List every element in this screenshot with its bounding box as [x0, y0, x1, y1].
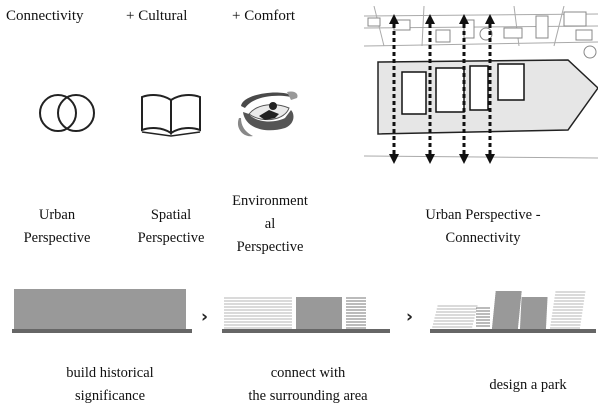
caption-line: Connectivity: [445, 230, 521, 246]
comfort-cushion-icon: [237, 91, 298, 137]
caption-line: al: [264, 216, 276, 232]
caption-design-park: design a park: [468, 374, 588, 397]
open-book-icon: [141, 94, 201, 137]
caption-line: Spatial: [150, 207, 192, 223]
urban-connectivity-map: [364, 6, 598, 164]
caption-build-historical: build historical significance: [30, 362, 190, 408]
arrow-heads: [389, 14, 495, 164]
stage-2-blocks: [222, 297, 390, 333]
caption-spatial-perspective: Spatial Perspective: [126, 204, 216, 250]
caption-line: Perspective: [137, 230, 205, 246]
caption-environmental-perspective: Environment al Perspective: [228, 190, 312, 259]
interlocking-rings-icon: [39, 94, 95, 132]
stage-1-block: [12, 289, 192, 333]
caption-line: Urban Perspective -: [425, 207, 541, 223]
caption-line: design a park: [489, 377, 567, 393]
stage-3-park: [430, 291, 596, 333]
site-buildings: [401, 63, 525, 115]
caption-line: significance: [74, 388, 146, 404]
caption-connect-surrounding: connect with the surrounding area: [224, 362, 392, 408]
process-stages: [12, 289, 596, 333]
caption-line: Perspective: [236, 239, 304, 255]
caption-line: Urban: [38, 207, 76, 223]
caption-line: Environment: [232, 193, 308, 209]
caption-urban-perspective: Urban Perspective: [22, 204, 92, 250]
surrounding-buildings: [367, 11, 597, 59]
header-comfort: + Comfort: [232, 8, 296, 24]
process-arrow-1: ›: [201, 307, 209, 327]
caption-line: Perspective: [23, 230, 91, 246]
caption-line: connect with: [270, 365, 346, 381]
caption-urban-connectivity: Urban Perspective - Connectivity: [396, 204, 570, 250]
connectivity-arrows: [392, 24, 492, 156]
process-arrow-2: ›: [406, 307, 414, 327]
caption-line: the surrounding area: [248, 388, 368, 404]
header-connectivity: Connectivity: [6, 8, 84, 24]
header-cultural: + Cultural: [126, 8, 188, 24]
caption-line: build historical: [66, 365, 154, 381]
